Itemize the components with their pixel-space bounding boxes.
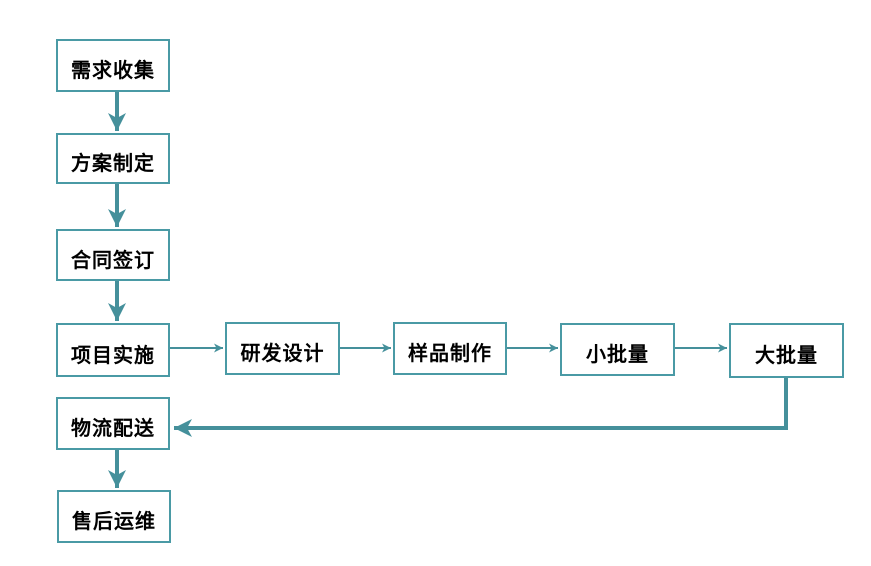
flow-node-label: 物流配送 — [71, 418, 155, 440]
flow-node-sample-production: 样品制作 — [393, 322, 507, 375]
flow-node-contract-signing: 合同签订 — [56, 229, 170, 281]
connector-large-batch-to-logistics-delivery — [174, 378, 788, 437]
flow-node-label: 样品制作 — [408, 343, 492, 365]
flow-node-rd-design: 研发设计 — [225, 322, 340, 375]
flow-node-label: 小批量 — [586, 344, 649, 366]
flow-node-plan-formulation: 方案制定 — [56, 133, 170, 184]
flow-node-label: 售后运维 — [72, 511, 156, 533]
flow-node-label: 方案制定 — [71, 153, 155, 175]
flow-node-label: 合同签订 — [71, 249, 155, 272]
flow-node-label: 大批量 — [755, 345, 818, 367]
flow-node-large-batch: 大批量 — [729, 323, 844, 378]
flow-node-project-implementation: 项目实施 — [56, 323, 170, 377]
flow-node-requirements-collection: 需求收集 — [56, 39, 170, 92]
flow-node-small-batch: 小批量 — [560, 323, 675, 376]
flow-node-label: 需求收集 — [71, 60, 155, 82]
flow-node-after-sales-maintenance: 售后运维 — [57, 490, 171, 543]
flow-node-label: 研发设计 — [240, 343, 325, 365]
flow-node-label: 项目实施 — [71, 344, 155, 367]
flow-node-logistics-delivery: 物流配送 — [56, 397, 170, 450]
